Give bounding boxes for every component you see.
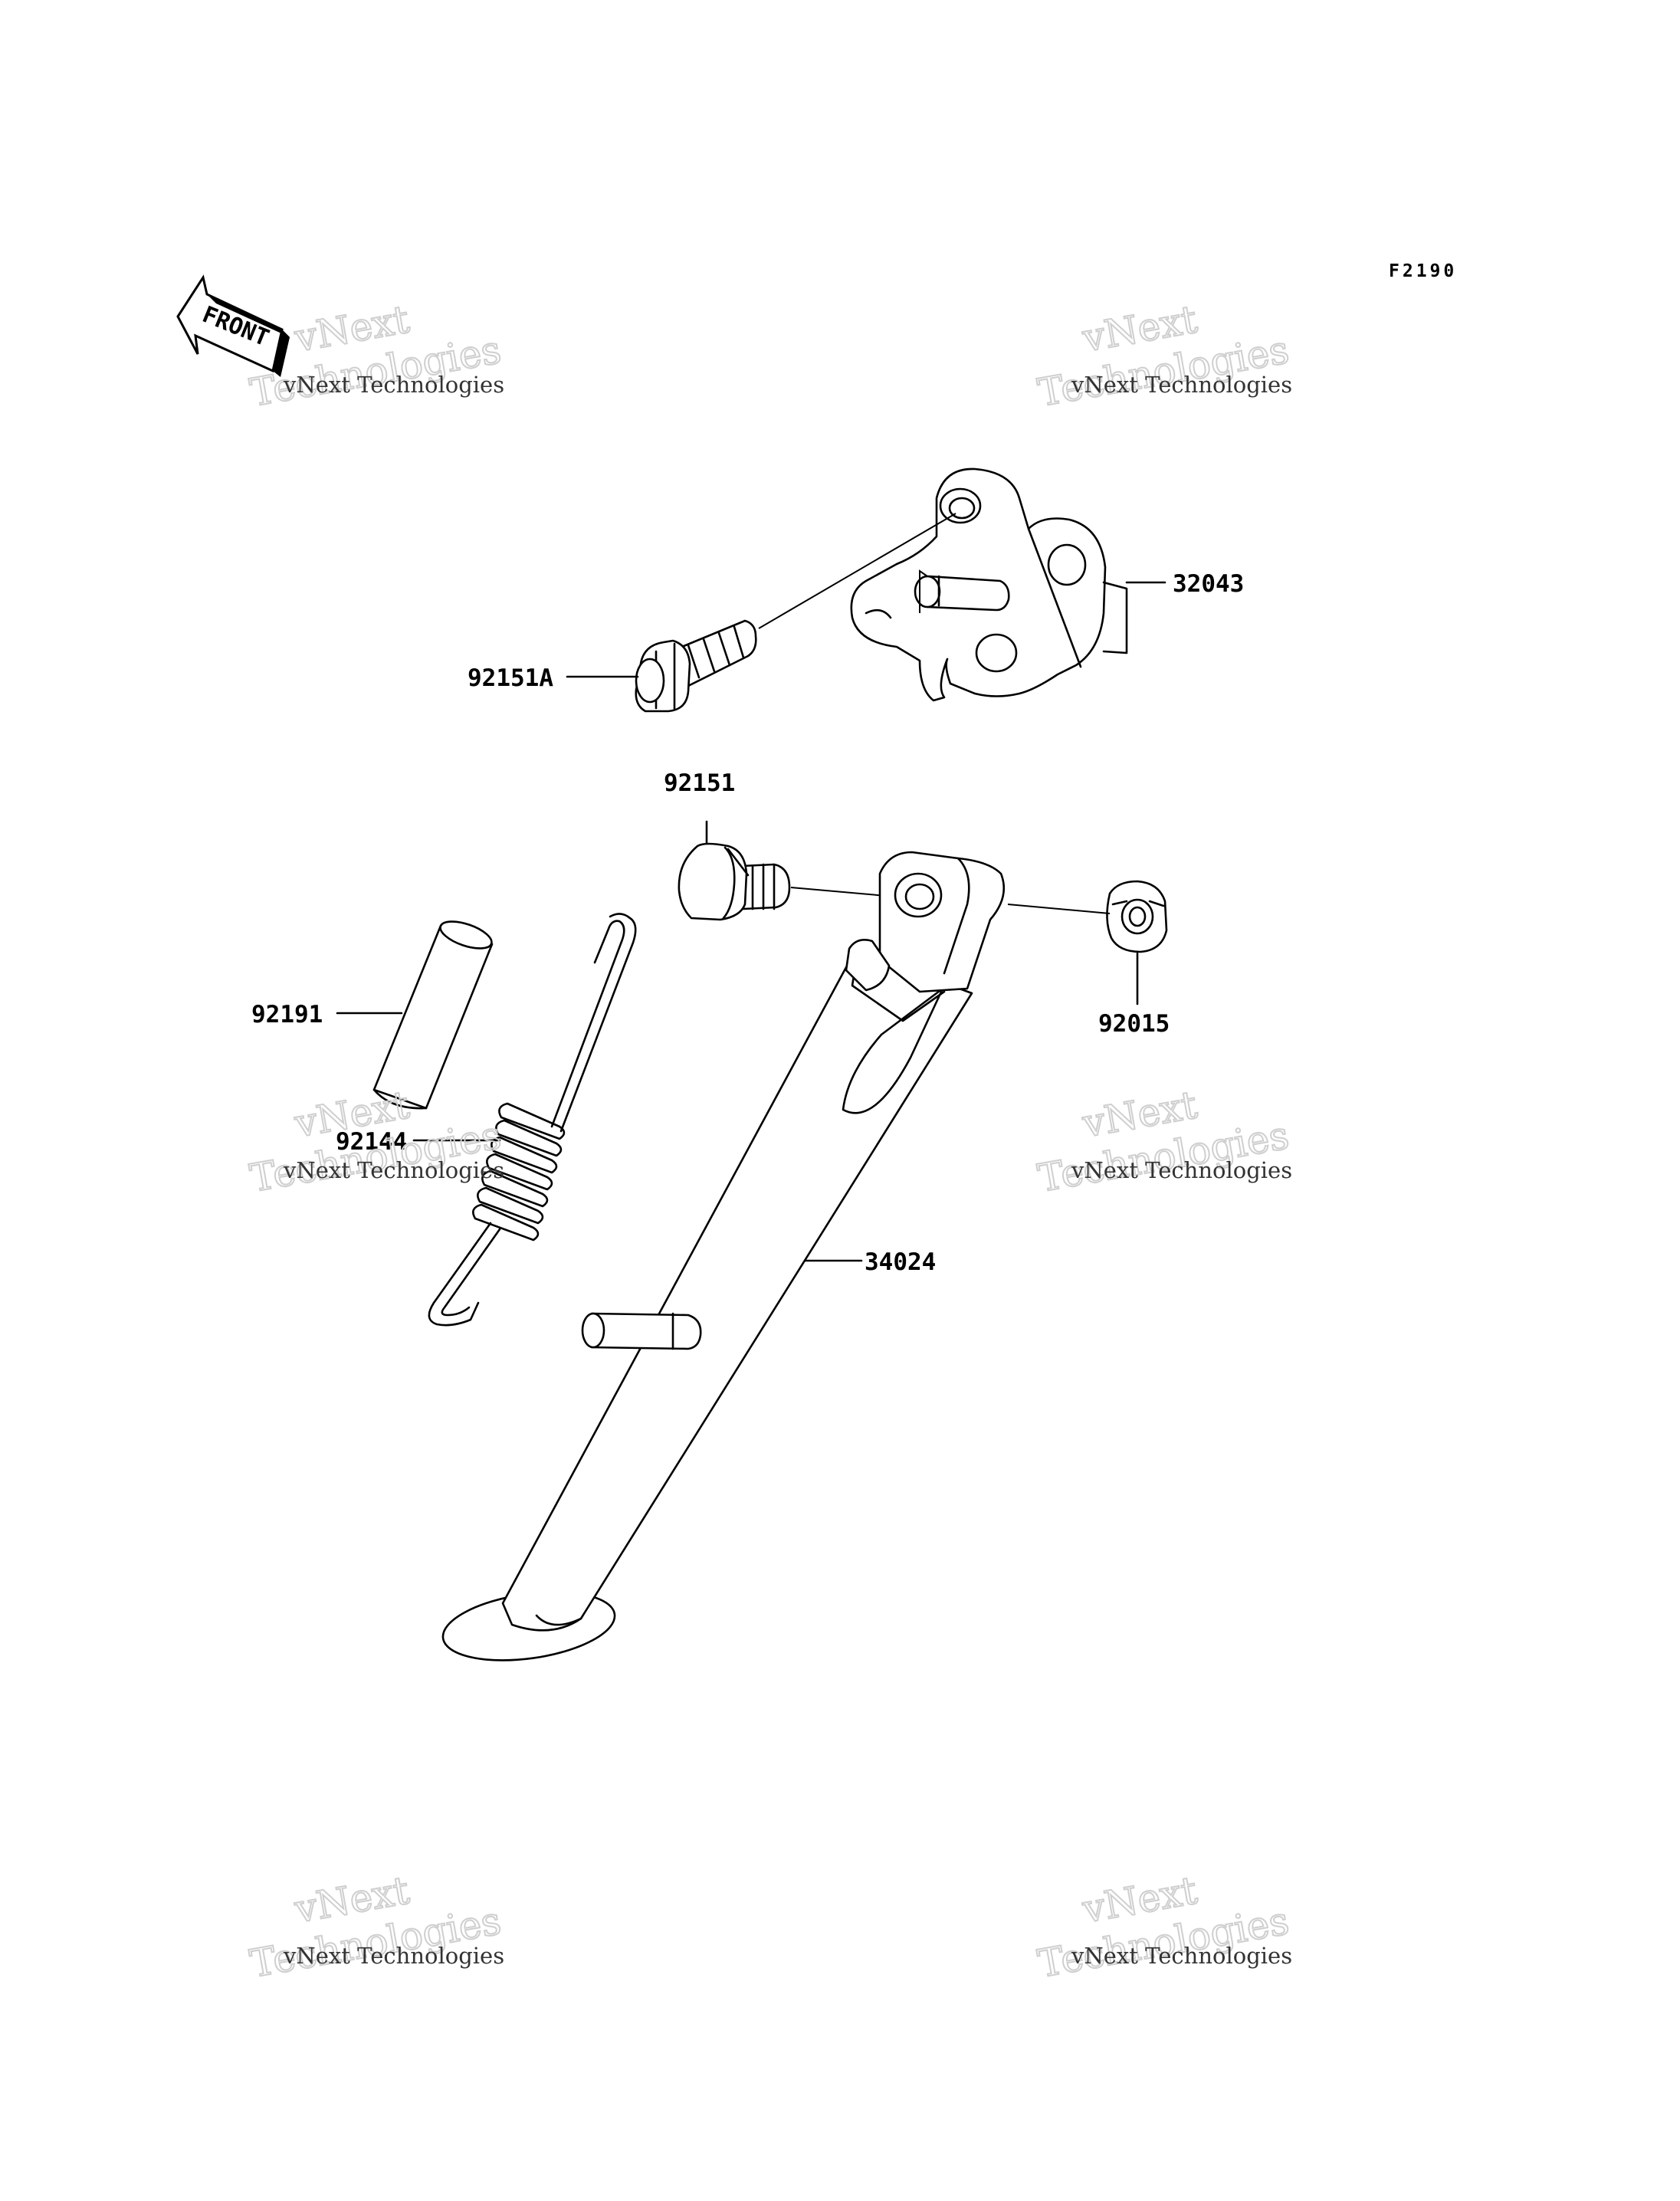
part-label-92191: 92191 [251, 1001, 323, 1028]
part-label-92144: 92144 [336, 1128, 407, 1156]
side-stand-drawing [441, 851, 1006, 1661]
collar-drawing [336, 920, 494, 1110]
bracket-drawing [850, 467, 1166, 702]
watermark-6: vNext Technologies vNext Technologies [1034, 1867, 1293, 1986]
part-label-32043: 32043 [1173, 570, 1244, 598]
svg-text:vNext Technologies: vNext Technologies [1071, 372, 1292, 398]
watermark-4: vNext Technologies vNext Technologies [1034, 1081, 1293, 1201]
watermark-3: vNext Technologies vNext Technologies [246, 1081, 505, 1201]
watermark-2: vNext Technologies vNext Technologies [1034, 296, 1293, 415]
figure-code: F2190 [1389, 261, 1457, 281]
svg-text:vNext Technologies: vNext Technologies [283, 372, 504, 398]
front-arrow-icon: FRONT [176, 274, 290, 377]
part-label-92151A: 92151A [468, 664, 553, 692]
bracket-bolt-drawing [566, 513, 956, 713]
pivot-bolt-drawing [678, 820, 913, 921]
nut-drawing [1007, 880, 1168, 1005]
svg-text:vNext Technologies: vNext Technologies [283, 1943, 504, 1969]
svg-text:vNext Technologies: vNext Technologies [283, 1157, 504, 1183]
spring-coils [472, 1102, 566, 1242]
spring-drawing [412, 913, 637, 1327]
watermark-5: vNext Technologies vNext Technologies [246, 1867, 505, 1986]
part-label-34024: 34024 [865, 1248, 936, 1276]
part-label-92015: 92015 [1098, 1010, 1170, 1038]
part-label-92151: 92151 [664, 769, 735, 797]
svg-text:vNext Technologies: vNext Technologies [1071, 1157, 1292, 1183]
svg-text:vNext Technologies: vNext Technologies [1071, 1943, 1292, 1969]
